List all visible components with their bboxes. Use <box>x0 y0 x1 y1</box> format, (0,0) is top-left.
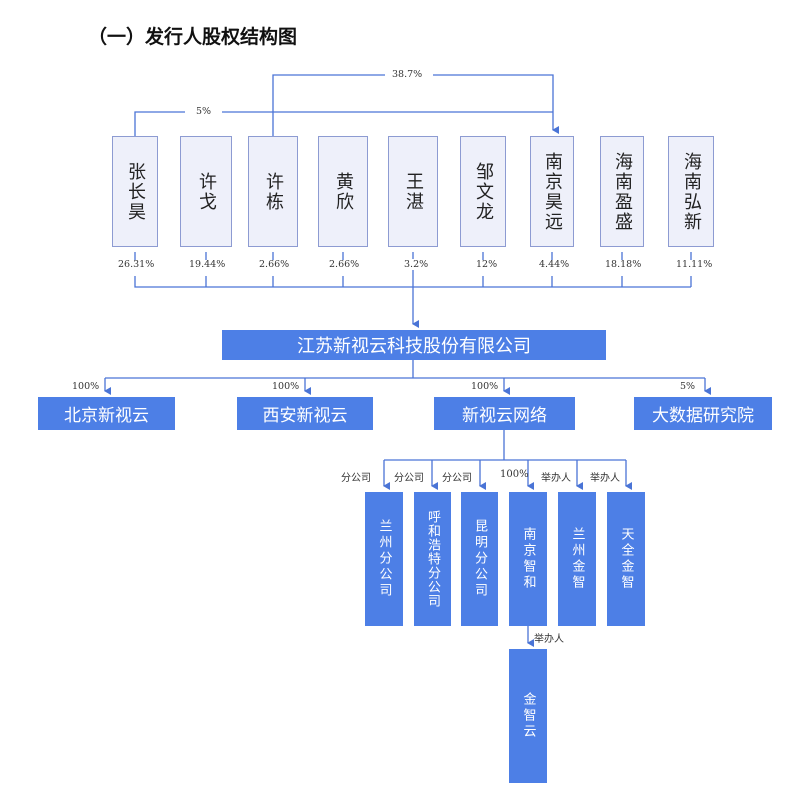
branch-box: 兰州金智 <box>558 492 596 626</box>
shareholder-box: 海南盈盛 <box>600 136 644 247</box>
sub-pct: 100% <box>272 381 300 392</box>
relation-label: 举办人 <box>534 634 564 645</box>
shareholder-box: 王湛 <box>388 136 438 247</box>
branch-box: 呼和浩特分公司 <box>414 492 451 626</box>
branch-box: 天全金智 <box>607 492 645 626</box>
share-pct: 19.44% <box>189 259 226 270</box>
relation-label: 分公司 <box>442 473 472 484</box>
sub-pct: 100% <box>471 381 499 392</box>
sub-pct: 5% <box>680 381 696 392</box>
subsidiary-box: 北京新视云 <box>38 397 175 430</box>
shareholder-box: 许戈 <box>180 136 232 247</box>
jinzhiyun-box: 金智云 <box>509 649 547 783</box>
relation-label: 举办人 <box>590 473 620 484</box>
company-box: 江苏新视云科技股份有限公司 <box>222 330 606 360</box>
shareholder-box: 邹文龙 <box>460 136 506 247</box>
subsidiary-box: 大数据研究院 <box>634 397 772 430</box>
share-pct: 2.66% <box>259 259 290 270</box>
link-label-5pct: 5% <box>196 106 212 117</box>
shareholder-box: 黄欣 <box>318 136 368 247</box>
relation-label: 分公司 <box>394 473 424 484</box>
share-pct: 18.18% <box>605 259 642 270</box>
branch-box: 南京智和 <box>509 492 547 626</box>
subsidiary-box: 西安新视云 <box>237 397 373 430</box>
page-title: （一）发行人股权结构图 <box>88 26 298 48</box>
share-pct: 11.11% <box>676 259 713 270</box>
relation-label: 100% <box>500 469 529 480</box>
shareholder-box: 张长昊 <box>112 136 158 247</box>
sub-pct: 100% <box>72 381 100 392</box>
subsidiary-box: 新视云网络 <box>434 397 575 430</box>
relation-label: 分公司 <box>341 473 371 484</box>
shareholder-box: 南京昊远 <box>530 136 574 247</box>
share-pct: 4.44% <box>539 259 570 270</box>
share-pct: 12% <box>476 259 498 270</box>
share-pct: 26.31% <box>118 259 155 270</box>
branch-box: 昆明分公司 <box>461 492 498 626</box>
share-pct: 2.66% <box>329 259 360 270</box>
share-pct: 3.2% <box>404 259 429 270</box>
relation-label: 举办人 <box>541 473 571 484</box>
branch-box: 兰州分公司 <box>365 492 403 626</box>
link-label-38-7pct: 38.7% <box>392 69 423 80</box>
shareholder-box: 海南弘新 <box>668 136 714 247</box>
shareholder-box: 许栋 <box>248 136 298 247</box>
